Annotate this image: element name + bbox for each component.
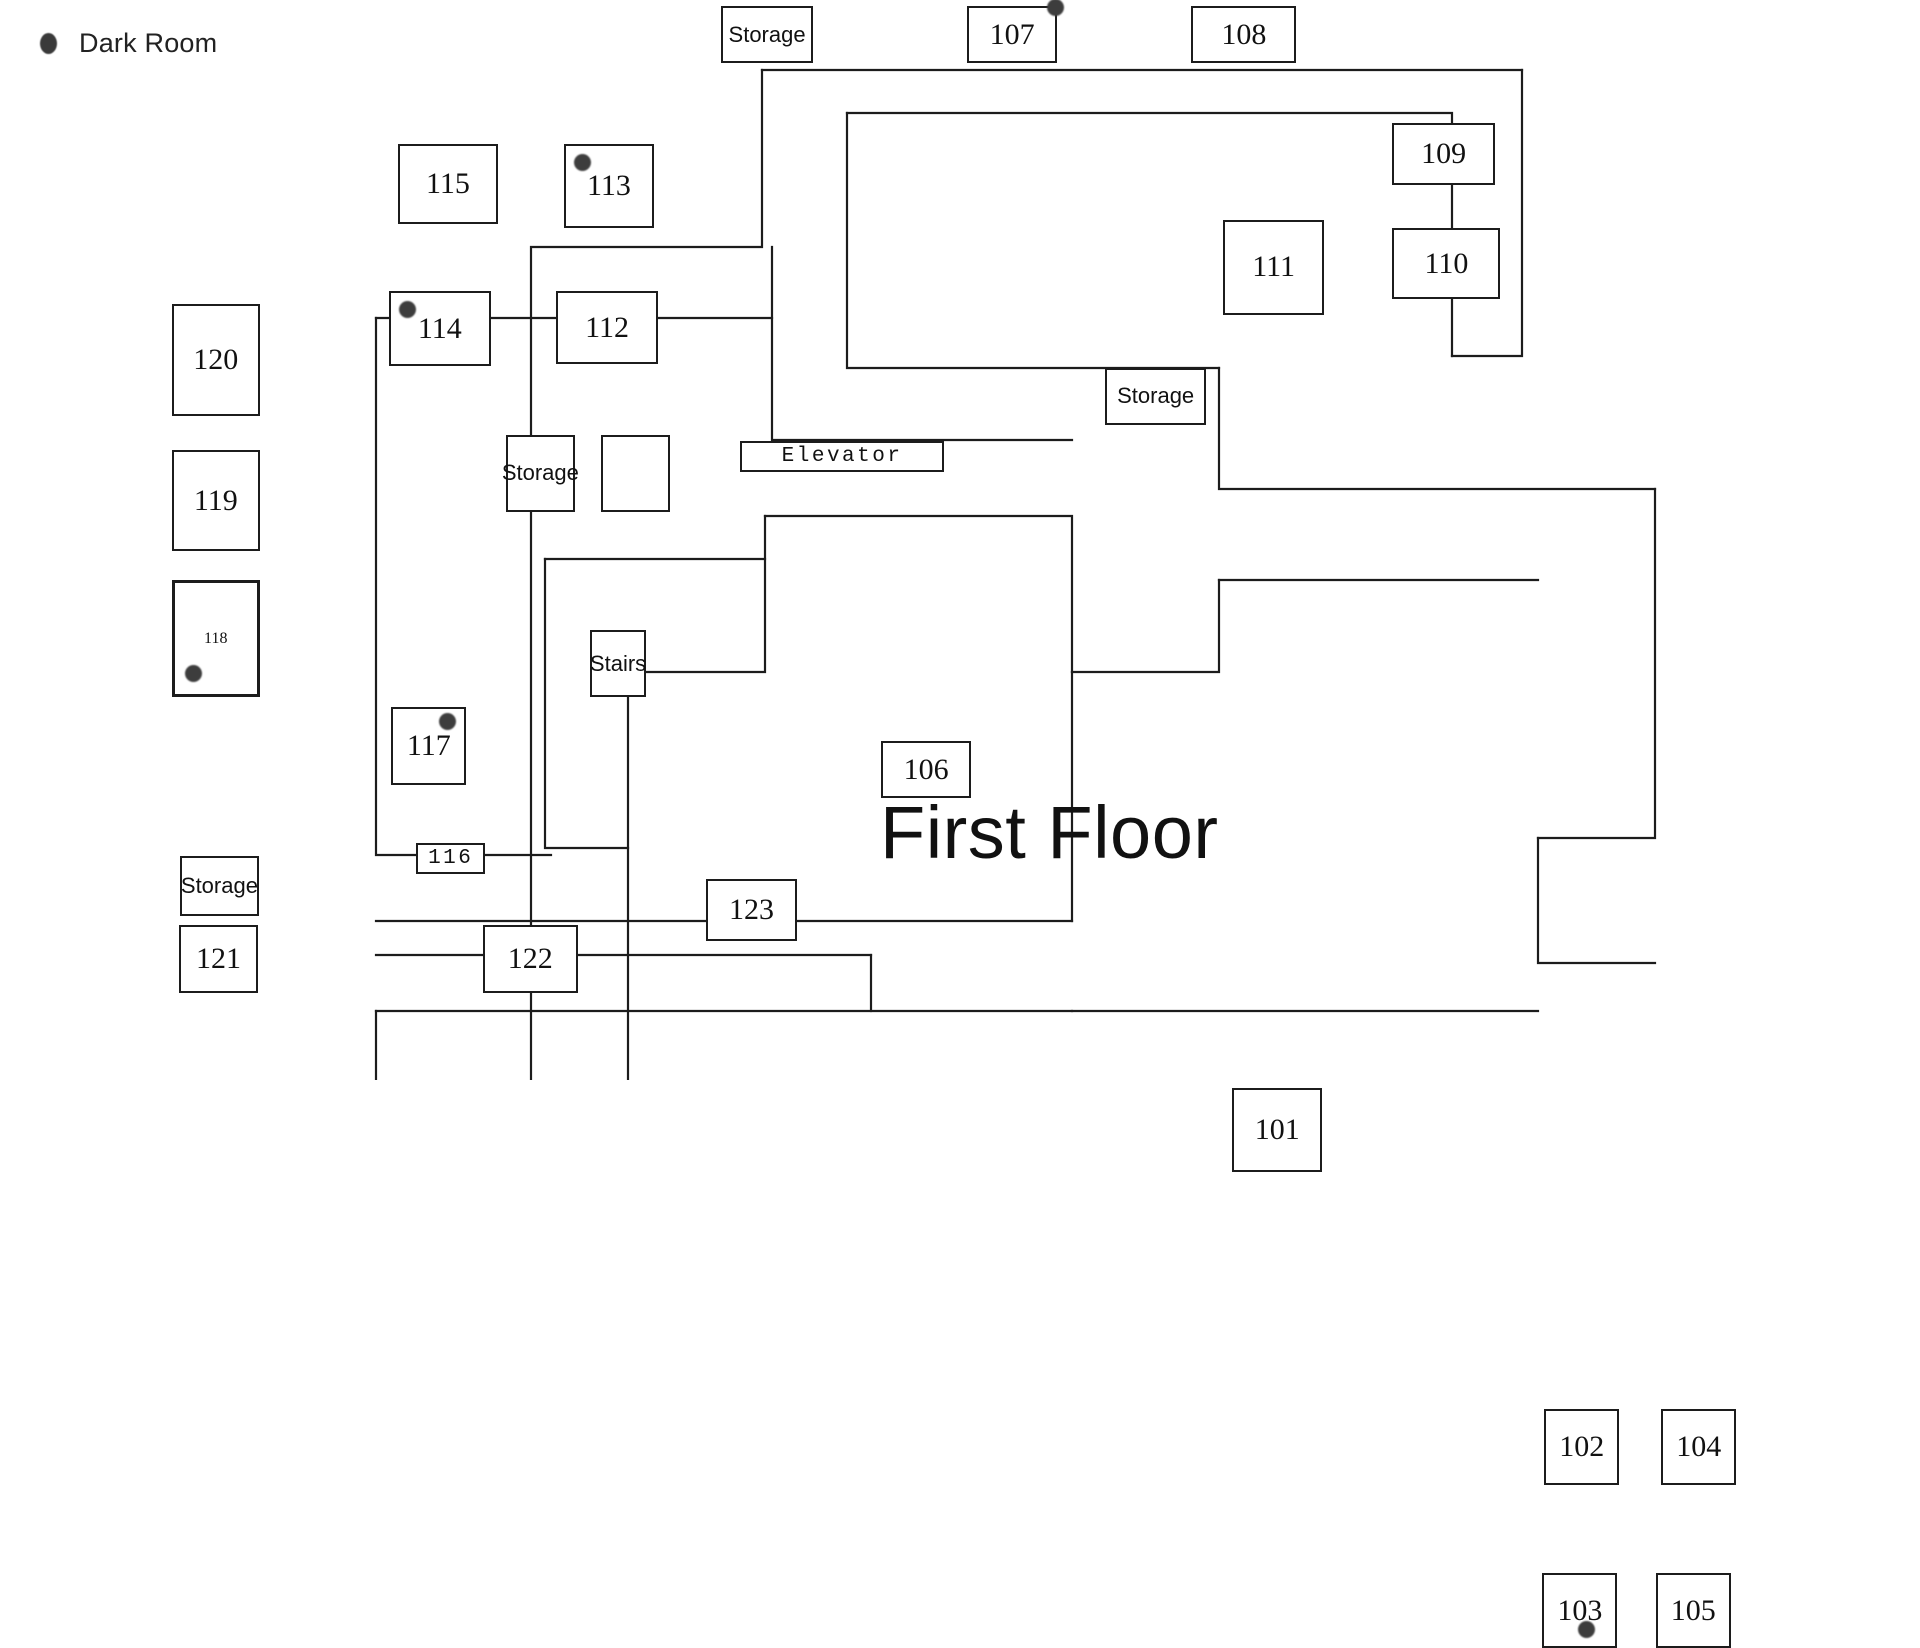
room-label: 116 bbox=[428, 846, 474, 870]
wall-northeast bbox=[1450, 68, 1524, 358]
room-label: 121 bbox=[196, 942, 241, 976]
wall-courtyard-left bbox=[845, 111, 1221, 370]
room-105[interactable]: 105 bbox=[1655, 1573, 1731, 1648]
room-label: 113 bbox=[586, 168, 631, 202]
wall-courtyard-top bbox=[845, 111, 1454, 358]
wall-east-lower bbox=[1536, 836, 1657, 965]
facility-unlabeled-room[interactable] bbox=[600, 434, 671, 512]
room-label: 106 bbox=[903, 752, 949, 786]
room-113[interactable]: 113 bbox=[564, 143, 654, 228]
facility-label: Storage bbox=[180, 872, 258, 898]
facility-storage-center[interactable]: Storage bbox=[502, 434, 579, 512]
facility-label: Storage bbox=[1117, 383, 1195, 409]
facility-elevator[interactable]: Elevator bbox=[739, 441, 945, 473]
facility-storage-north[interactable]: Storage bbox=[721, 6, 813, 64]
dark-room-dot-icon bbox=[439, 712, 457, 730]
room-108[interactable]: 108 bbox=[1191, 6, 1297, 64]
dark-room-dot-icon bbox=[184, 665, 202, 683]
room-label: 117 bbox=[406, 728, 451, 762]
room-111[interactable]: 111 bbox=[1223, 219, 1324, 315]
wall-storage-center-wall bbox=[543, 557, 630, 850]
room-label: 123 bbox=[729, 892, 775, 926]
room-103[interactable]: 103 bbox=[1542, 1573, 1618, 1648]
room-label: 112 bbox=[585, 310, 630, 344]
room-117[interactable]: 117 bbox=[391, 706, 467, 786]
wall-elevator-shaft-top bbox=[763, 514, 1074, 674]
room-label: 122 bbox=[507, 942, 553, 976]
room-101[interactable]: 101 bbox=[1232, 1088, 1323, 1173]
legend-label: Dark Room bbox=[79, 28, 218, 58]
wall-east-corridor bbox=[1217, 366, 1657, 491]
room-110[interactable]: 110 bbox=[1392, 227, 1501, 300]
wall-east-outer bbox=[1536, 487, 1657, 840]
room-114[interactable]: 114 bbox=[388, 291, 491, 367]
wall-northwest bbox=[529, 68, 764, 1080]
room-116[interactable]: 116 bbox=[416, 842, 486, 875]
room-123[interactable]: 123 bbox=[705, 878, 798, 941]
room-119[interactable]: 119 bbox=[171, 450, 260, 551]
dark-room-dot-icon bbox=[1578, 1621, 1596, 1639]
room-109[interactable]: 109 bbox=[1392, 122, 1495, 185]
room-label: 102 bbox=[1559, 1430, 1605, 1463]
room-label: 118 bbox=[204, 629, 228, 647]
room-label: 115 bbox=[426, 166, 470, 200]
room-118[interactable]: 118 bbox=[171, 580, 260, 698]
wall-elevator-shaft-left bbox=[626, 514, 767, 674]
facility-label: Storage bbox=[728, 21, 806, 47]
dark-room-dot-icon bbox=[40, 33, 57, 54]
room-label: 107 bbox=[989, 17, 1035, 51]
facility-label: Stairs bbox=[589, 650, 647, 676]
facility-label: Elevator bbox=[781, 445, 903, 469]
room-label: 120 bbox=[193, 342, 239, 376]
dark-room-dot-icon bbox=[574, 153, 592, 171]
room-label: 109 bbox=[1421, 136, 1467, 170]
room-label: 111 bbox=[1252, 250, 1295, 284]
dark-room-dot-icon bbox=[1046, 0, 1064, 17]
floor-plan-canvas: Dark Room 101 102 bbox=[40, 0, 1737, 1648]
room-label: 101 bbox=[1254, 1113, 1300, 1147]
legend: Dark Room bbox=[40, 28, 217, 59]
facility-stairs[interactable]: Stairs bbox=[589, 629, 647, 698]
room-122[interactable]: 122 bbox=[482, 925, 578, 994]
room-label: 119 bbox=[193, 483, 238, 517]
room-102[interactable]: 102 bbox=[1544, 1409, 1620, 1485]
room-120[interactable]: 120 bbox=[171, 303, 260, 416]
facility-storage-east[interactable]: Storage bbox=[1105, 367, 1206, 425]
room-107[interactable]: 107 bbox=[967, 0, 1064, 64]
facility-label: Storage bbox=[501, 460, 579, 486]
room-112[interactable]: 112 bbox=[555, 291, 659, 365]
room-106[interactable]: 106 bbox=[881, 741, 971, 799]
wall-west-block bbox=[374, 316, 553, 857]
page-title: First Floor bbox=[880, 791, 1219, 874]
wall-center-east bbox=[1070, 578, 1221, 674]
room-label: 114 bbox=[417, 311, 462, 345]
room-label: 110 bbox=[1424, 246, 1469, 280]
room-label: 105 bbox=[1670, 1593, 1716, 1627]
wall-outlines bbox=[374, 68, 1657, 1080]
room-label: 108 bbox=[1221, 17, 1267, 51]
room-121[interactable]: 121 bbox=[179, 925, 258, 994]
room-104[interactable]: 104 bbox=[1661, 1409, 1737, 1485]
facility-storage-southwest[interactable]: Storage bbox=[180, 855, 259, 917]
dark-room-dot-icon bbox=[398, 301, 416, 319]
room-115[interactable]: 115 bbox=[397, 143, 499, 225]
room-label: 104 bbox=[1676, 1430, 1722, 1463]
